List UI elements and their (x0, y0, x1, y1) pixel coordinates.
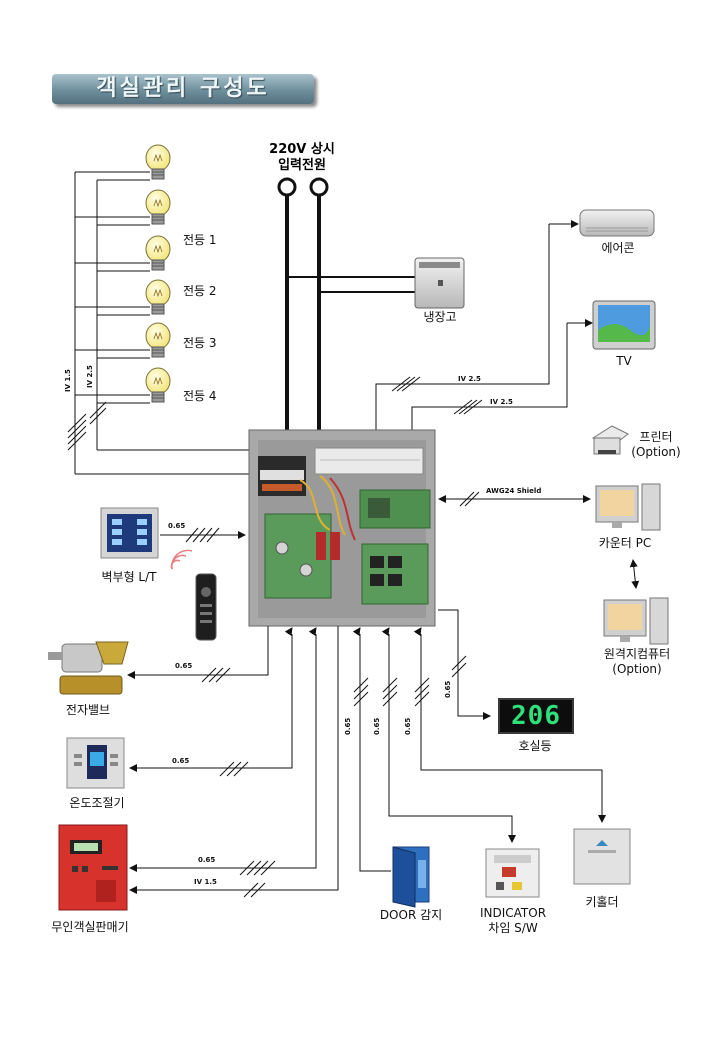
aircon-icon (579, 209, 655, 237)
pc-link-arrow (629, 559, 640, 589)
refrigerator-icon (414, 257, 465, 309)
thermostat-wire-label: 0.65 (172, 757, 190, 765)
vending-wire-label-065: 0.65 (198, 856, 216, 864)
thermostat-icon (66, 737, 125, 789)
printer-label: 프린터 (Option) (631, 430, 680, 460)
lamp-2 (145, 189, 171, 225)
title-banner: 객실관리 구성도 (52, 74, 314, 104)
door-wire-label: 0.65 (344, 717, 352, 735)
vending-label: 무인객실판매기 (51, 920, 129, 934)
room-light-label: 호실등 (518, 739, 552, 753)
tv-label: TV (616, 354, 632, 368)
counter-pc-icon (595, 483, 661, 531)
vending-wire-label-iv15: IV 1.5 (194, 878, 217, 886)
power-input (277, 177, 415, 430)
counter-pc-label: 카운터 PC (598, 536, 652, 550)
door-sensor-icon (392, 846, 430, 908)
indicator-label: INDICATOR 차임 S/W (480, 906, 546, 936)
aircon-label: 에어콘 (601, 241, 635, 255)
iv25-lamp-label: IV 2.5 (86, 365, 94, 388)
aircon-wiring (375, 220, 579, 430)
valve-icon (48, 641, 129, 695)
lamp-6 (145, 367, 171, 403)
fridge-label: 냉장고 (423, 310, 457, 324)
tv-icon (592, 300, 656, 350)
power-input-label: 220V 상시 입력전원 (269, 142, 335, 174)
power-line-2: 입력전원 (278, 158, 326, 173)
door-wiring (352, 627, 391, 872)
wall-lt-icon (100, 507, 159, 559)
remote-pc-icon (603, 597, 669, 645)
room-light-wiring (438, 609, 491, 720)
key-holder-wiring (413, 627, 606, 823)
room-number-display: 206 (498, 698, 574, 734)
indicator-icon (485, 848, 540, 898)
lamp-label-2: 전등 2 (183, 284, 217, 298)
lamp-4 (145, 279, 171, 315)
valve-wiring (127, 626, 269, 683)
valve-wire-label: 0.65 (175, 662, 193, 670)
page-title: 객실관리 구성도 (96, 76, 270, 101)
wall-lt-label: 벽부형 L/T (101, 570, 157, 584)
room-light-wire-label: 0.65 (444, 680, 452, 698)
thermostat-wiring (129, 627, 293, 777)
power-line-1: 220V 상시 (269, 142, 335, 157)
valve-label: 전자밸브 (65, 703, 111, 717)
iv15-lamp-label: IV 1.5 (64, 369, 72, 392)
printer-icon (592, 425, 629, 455)
indicator-label-1: INDICATOR (479, 906, 547, 920)
ir-signal-icon (170, 549, 193, 570)
printer-name: 프린터 (639, 430, 673, 444)
printer-option: (Option) (631, 445, 681, 459)
key-holder-label: 키홀더 (585, 895, 619, 909)
indicator-wire-label: 0.65 (373, 717, 381, 735)
iv25-tv-label: IV 2.5 (490, 398, 513, 406)
vending-wiring (129, 626, 339, 898)
lamp-wiring (67, 171, 249, 475)
remote-pc-label: 원격지컴퓨터 (Option) (604, 647, 670, 677)
door-label: DOOR 감지 (379, 908, 443, 922)
awg-label: AWG24 Shield (486, 487, 542, 495)
indicator-wiring (381, 627, 516, 843)
lamp-label-3: 전등 3 (183, 336, 217, 350)
remote-pc-option: (Option) (612, 662, 662, 676)
awg-link (438, 491, 591, 507)
key-holder-icon (573, 828, 631, 885)
lamp-5 (145, 322, 171, 358)
tv-wiring (411, 319, 593, 430)
lamp-label-4: 전등 4 (183, 389, 217, 403)
iv25-aircon-label: IV 2.5 (458, 375, 481, 383)
control-board (248, 429, 436, 627)
remote-control-icon (195, 573, 217, 641)
indicator-label-2: 차임 S/W (488, 921, 538, 935)
lamp-1 (145, 144, 171, 180)
key-holder-wire-label: 0.65 (404, 717, 412, 735)
vending-machine-icon (58, 824, 128, 911)
lt-wire-label: 0.65 (168, 522, 186, 530)
lamp-3 (145, 235, 171, 271)
remote-pc-name: 원격지컴퓨터 (603, 647, 671, 661)
lt-wiring (160, 527, 246, 543)
lamp-label-1: 전등 1 (183, 233, 217, 247)
thermostat-label: 온도조절기 (69, 796, 125, 810)
